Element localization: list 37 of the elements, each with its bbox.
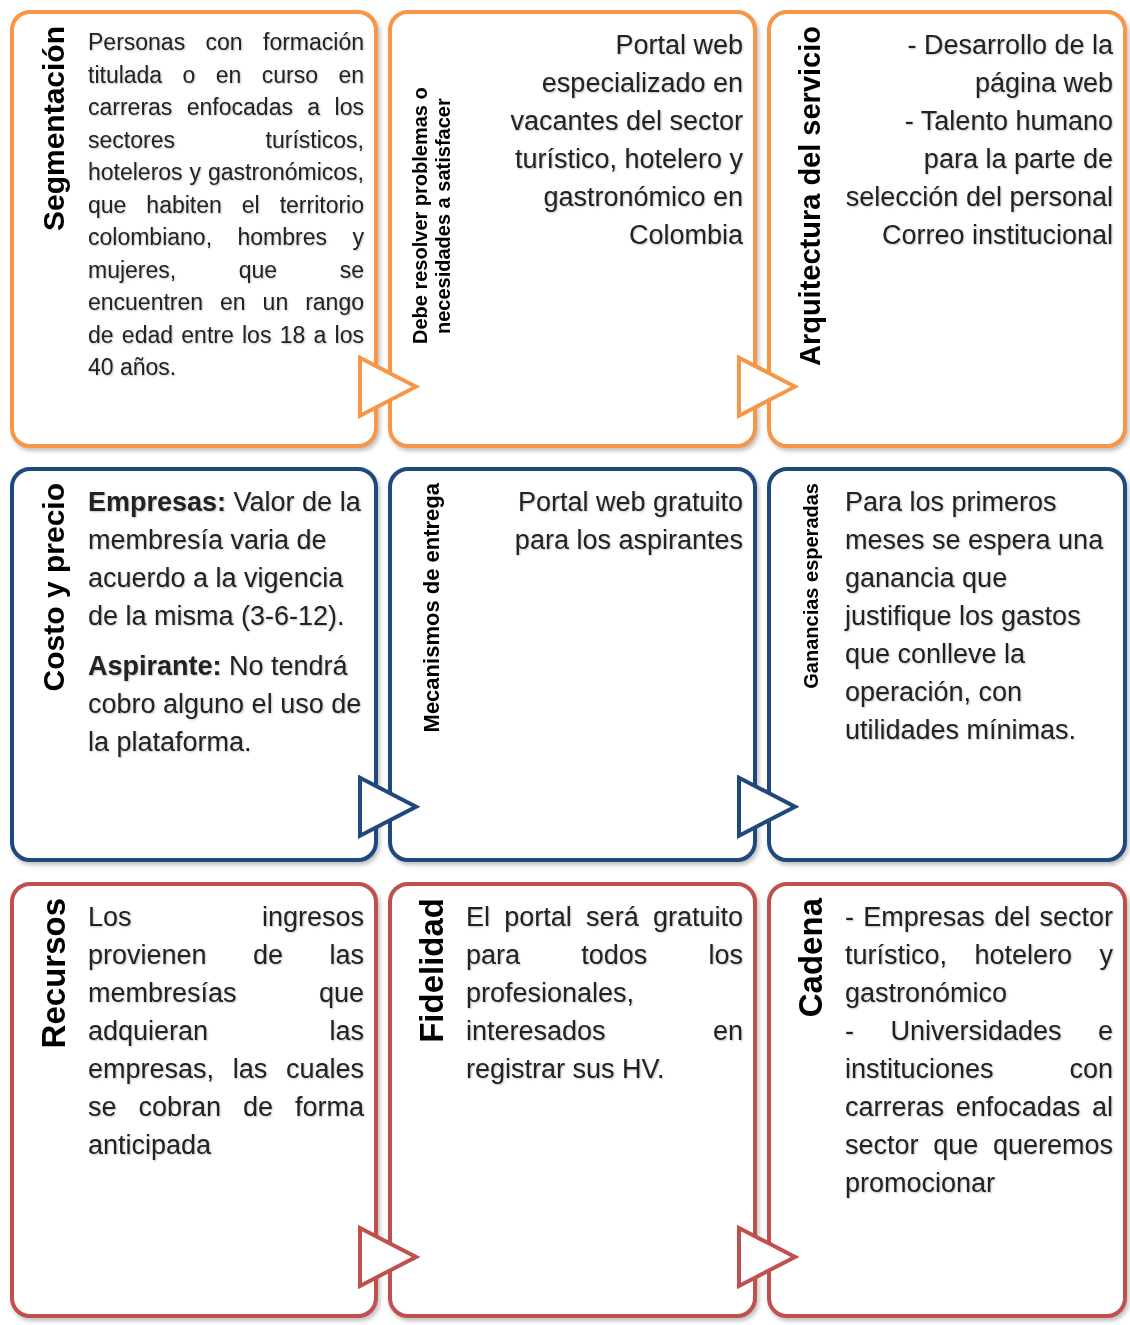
block-card xyxy=(388,467,757,862)
block-text: - Empresas del sector turístico, hotelero y gastronómico xyxy=(845,901,1113,1010)
block-text: Portal web especializado en vacantes del sector turístico, hotelero y gastronómico en Colombia xyxy=(509,29,743,252)
chevron-arrow xyxy=(737,1225,797,1288)
chevron-arrow xyxy=(358,775,418,838)
block-heading: Arquitectura del servicio xyxy=(793,26,828,367)
chevron-arrow xyxy=(358,355,418,418)
chevron-arrow xyxy=(358,1225,418,1288)
block-text: Portal web gratuito para los aspirantes xyxy=(513,486,743,557)
block-heading: Recursos xyxy=(34,898,74,1049)
chevron-arrow xyxy=(737,355,797,418)
block-card xyxy=(767,467,1127,862)
block-heading: Mecanismos de entrega xyxy=(418,483,446,733)
block-card xyxy=(767,882,1127,1318)
block-card xyxy=(388,882,757,1318)
block-card xyxy=(10,467,378,862)
block-text: Correo institucional xyxy=(880,219,1113,252)
block-heading: Segmentación xyxy=(35,26,71,232)
block-text: Empresas: Valor de la membresía varia de acuerdo a la vigencia de la misma (3-6-12). xyxy=(88,486,362,633)
block-text: - Universidades e instituciones con carreras enfocadas al sector que queremos promocionar xyxy=(845,1015,1113,1200)
block-heading: Debe resolver problemas o necesidades a satisfacer xyxy=(408,86,455,347)
block-heading: Cadena xyxy=(791,898,831,1018)
chevron-arrow xyxy=(737,775,797,838)
block-text: Los ingresos provienen de las membresías que adquieran las empresas, las cuales se cobran de forma anticipada xyxy=(88,901,364,1162)
block-text: - Talento humano para la parte de selección del personal xyxy=(845,105,1113,214)
block-card xyxy=(10,882,378,1318)
block-card xyxy=(767,10,1127,448)
block-heading: Costo y precio xyxy=(35,483,71,692)
block-text: Personas con formación titulada o en curso en carreras enfocadas a los sectores turísticos, hoteleros y gastronómicos, que habiten el territorio colombiano, hombres y mujeres, que se encuentren en un rango de edad entre los 18 a los 40 años. xyxy=(88,28,364,382)
block-text: Para los primeros meses se espera una ganancia que justifique los gastos que conlleve la operación, con utilidades mínimas. xyxy=(845,486,1105,747)
block-text: Aspirante: No tendrá cobro alguno el uso de la plataforma. xyxy=(88,650,363,759)
block-text: - Desarrollo de la página web xyxy=(906,29,1113,100)
block-card xyxy=(10,10,378,448)
block-card xyxy=(388,10,757,448)
block-heading: Ganancias esperadas xyxy=(798,483,823,689)
block-text: El portal será gratuito para todos los profesionales, interesados en registrar sus HV. xyxy=(466,901,743,1086)
block-heading: Fidelidad xyxy=(412,898,452,1043)
